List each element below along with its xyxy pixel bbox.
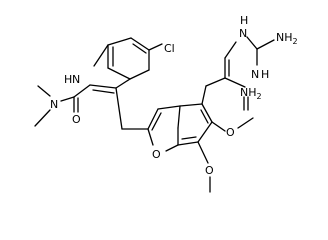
upper-amine-subscript: 2 xyxy=(293,37,298,46)
benzofuran-ring xyxy=(147,103,213,152)
upper-amine-label: NH2 xyxy=(276,31,298,46)
pyrimidine-n1-h-label: H xyxy=(240,14,248,27)
lower-amine-nh: NH xyxy=(240,86,257,99)
pyrimidine-ring xyxy=(224,36,275,111)
methoxy-groups xyxy=(197,117,254,193)
chloro-substituent xyxy=(148,43,163,51)
amide-nitrogen-label: N xyxy=(50,98,58,111)
indole-nitrogen-label: N xyxy=(72,73,80,86)
atom-labels: Cl H N N O O O O H N N H NH2 NH2 xyxy=(50,14,298,177)
furan-oxygen-label: O xyxy=(152,148,161,161)
carboxamide-group xyxy=(34,84,91,127)
indole-ring xyxy=(89,37,150,94)
methylene-linker-2 xyxy=(201,77,226,105)
lower-amine-subscript: 2 xyxy=(257,92,262,101)
pyrimidine-n1-label: N xyxy=(239,27,247,40)
chemical-structure-diagram: Cl H N N O O O O H N N H NH2 NH2 xyxy=(34,14,298,193)
lower-amine-label: NH2 xyxy=(240,86,262,101)
indole-nh-h-label: H xyxy=(64,73,72,86)
amide-oxygen-label: O xyxy=(72,113,81,126)
chlorine-label: Cl xyxy=(164,42,175,55)
methoxy-oxygen-2-label: O xyxy=(205,164,214,177)
pyrimidine-n3-label: N xyxy=(251,68,259,81)
methylene-linker-1 xyxy=(115,87,149,130)
upper-amine-nh: NH xyxy=(276,31,293,44)
pyrimidine-n3-h-label: H xyxy=(261,68,269,81)
methoxy-oxygen-1-label: O xyxy=(226,126,235,139)
